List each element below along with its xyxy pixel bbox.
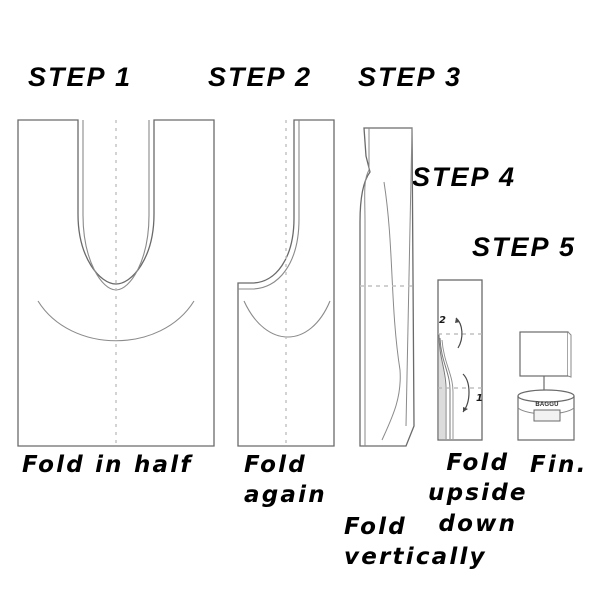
strip-fold-edge (364, 128, 370, 446)
bag-outline (17, 119, 215, 447)
arrow-1-head (463, 407, 468, 412)
fold-edge-b (439, 337, 451, 439)
step-1-label: STEP 1 (28, 62, 133, 92)
bag-handle-hem (238, 120, 300, 290)
step-5-caption: Fin. (530, 452, 588, 478)
step-5-figure (512, 330, 586, 442)
brand-label-baggu: BAGGU (535, 402, 559, 408)
step-2-label: STEP 2 (208, 62, 313, 92)
step-1-caption: Fold in half (22, 452, 193, 478)
step-4-arrow-number-1: 1 (476, 393, 483, 404)
step-4-caption: Fold upside down (428, 450, 528, 537)
shaded-fold-panel (439, 334, 445, 439)
pouch-flap-side (567, 331, 572, 378)
step-3-caption: Fold vertically (344, 514, 487, 571)
strip-crease-line (381, 181, 401, 441)
fold-edge-c (441, 339, 454, 439)
step-2-caption: Fold again (244, 452, 327, 509)
step-4-arrow-number-2: 2 (439, 315, 446, 326)
bag-seam-curve (37, 300, 195, 342)
strip-right-edge (405, 127, 413, 427)
step-4-label: STEP 4 (412, 162, 517, 192)
step-2-figure (236, 118, 336, 448)
fold-edge-a (438, 333, 447, 439)
step-5-label: STEP 5 (472, 232, 577, 262)
arrow-2-head (455, 318, 460, 323)
step-1-figure (16, 118, 216, 448)
pouch-top-rim (517, 389, 575, 403)
bag-seam-curve (243, 300, 331, 338)
pouch-flap (519, 331, 569, 377)
step-4-figure (436, 278, 484, 442)
brand-tag (533, 409, 561, 422)
strip-outline (359, 127, 415, 447)
step-3-label: STEP 3 (358, 62, 463, 92)
step-3-figure (356, 126, 418, 448)
